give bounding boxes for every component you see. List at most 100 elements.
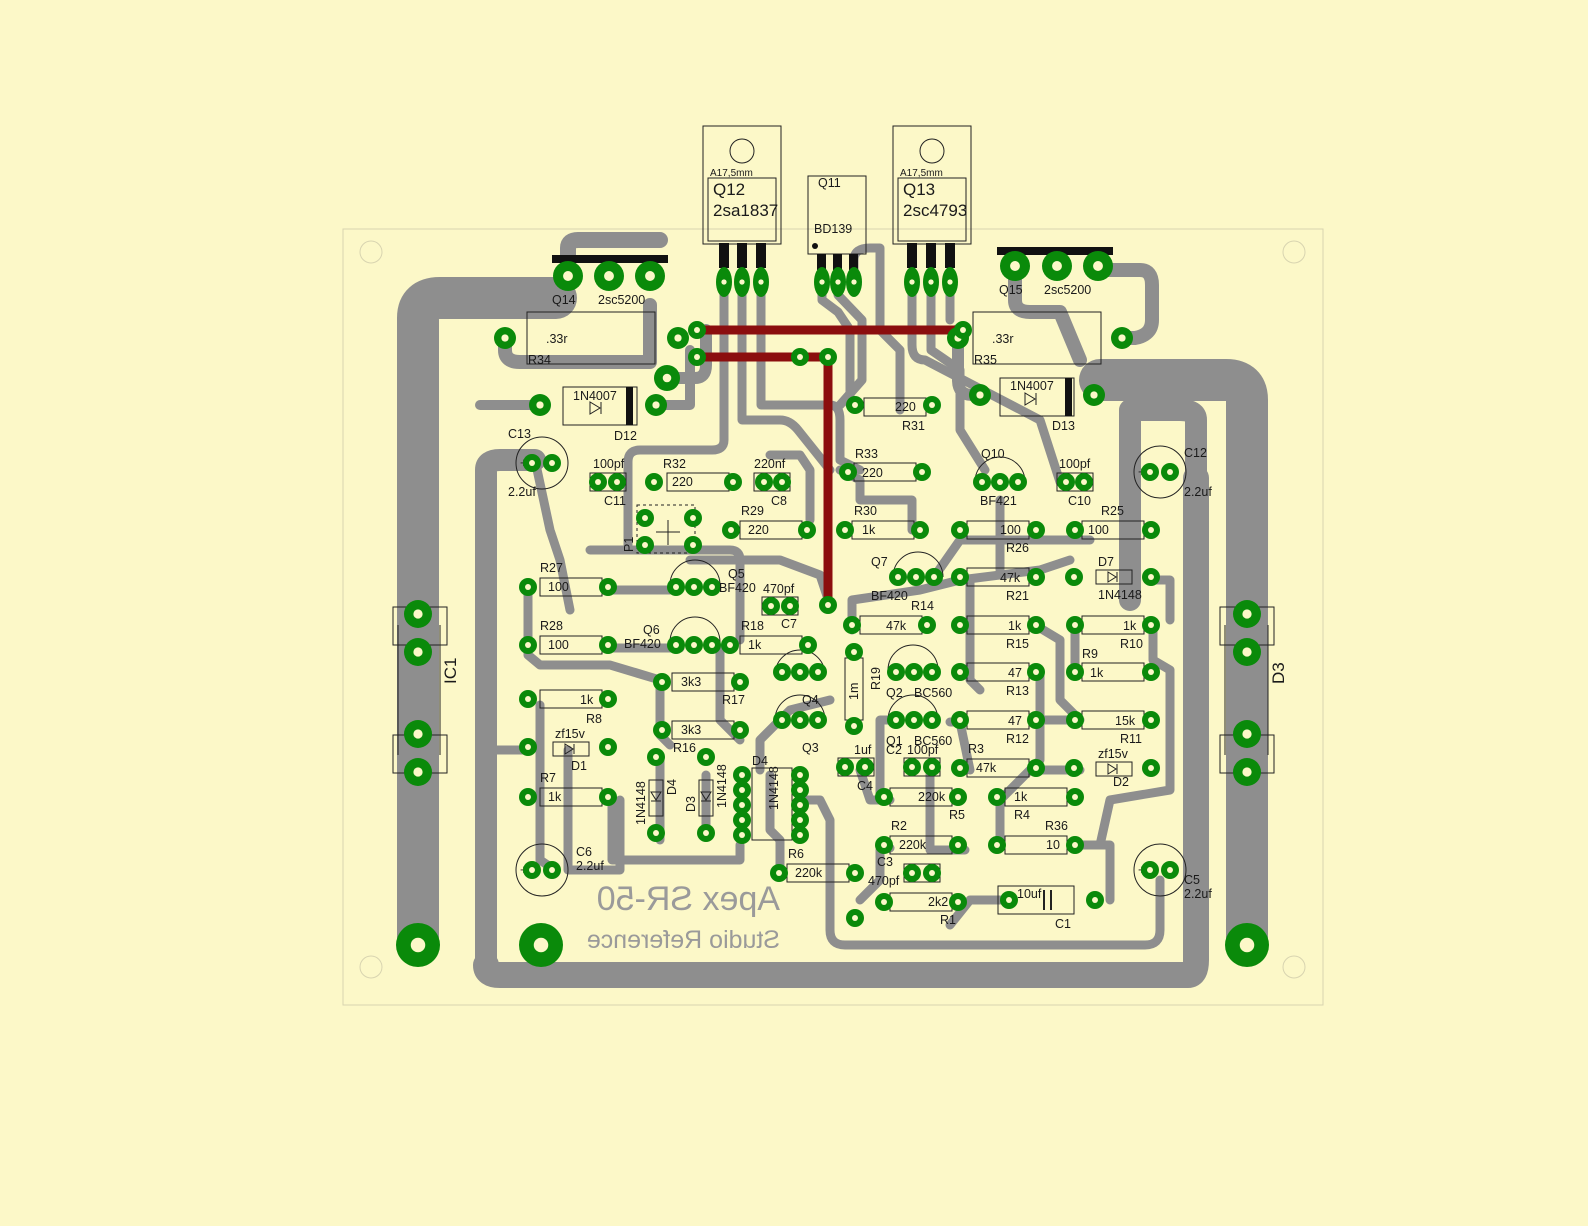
value-label: 1N4148	[715, 764, 729, 808]
to220-body	[707, 177, 777, 242]
ref-label: R9	[1082, 647, 1098, 661]
heatsink-note: A17,5mm	[900, 168, 943, 179]
transistor-outlines	[669, 456, 1026, 721]
diode-body	[648, 779, 664, 817]
pad-hole	[533, 937, 549, 953]
value-label: 10uf	[1017, 887, 1042, 901]
mounting-hole	[1282, 955, 1306, 979]
trace	[498, 298, 657, 369]
pad-hole	[1072, 842, 1078, 848]
value-label: zf15v	[555, 727, 586, 741]
pad-hole	[694, 354, 700, 360]
value-label: 47k	[886, 619, 907, 633]
pad-hole	[653, 754, 659, 760]
pad-hole	[739, 832, 745, 838]
rectifier-diode-d13: 1N4007 D13	[999, 377, 1075, 433]
trace	[623, 277, 729, 550]
ref-label: R30	[854, 504, 877, 518]
elcap-body	[1133, 445, 1187, 499]
pad-hole	[690, 542, 696, 548]
pad-hole	[929, 717, 935, 723]
value-label: 100	[548, 638, 569, 652]
pad-hole	[960, 327, 966, 333]
pin-leg	[737, 243, 747, 268]
ref-label: Q11	[818, 176, 841, 190]
pad-hole	[768, 603, 774, 609]
value-label: 1k	[548, 790, 562, 804]
pad-hole	[761, 479, 767, 485]
value-label: 1m	[847, 683, 861, 700]
ref-label: R25	[1101, 504, 1124, 518]
mounting-hole	[919, 138, 945, 164]
ref-label: R34	[528, 353, 551, 367]
power-transistor-q13: A17,5mm Q13 2sc4793	[892, 125, 972, 268]
trace	[1035, 623, 1085, 725]
ref-label: R16	[673, 741, 696, 755]
pad-hole	[739, 802, 745, 808]
ref-label: R8	[586, 712, 602, 726]
pad-hole	[1063, 479, 1069, 485]
to92-outline	[774, 694, 826, 721]
pad-hole	[694, 327, 700, 333]
pad-hole	[862, 764, 868, 770]
pad-hole	[1071, 765, 1077, 771]
rectifier-diode-d12: 1N4007 D12	[562, 386, 638, 443]
pad-hole	[614, 479, 620, 485]
pad-hole	[797, 817, 803, 823]
value-label: 220k	[795, 866, 823, 880]
trace	[1079, 359, 1268, 966]
pad-hole	[1072, 717, 1078, 723]
pad-hole	[1148, 574, 1154, 580]
ref-label: Q7	[871, 555, 888, 569]
ref-label: Q3	[802, 741, 819, 755]
value-label: 100pf	[1059, 457, 1091, 471]
pad-hole	[1242, 647, 1252, 657]
value-label: 47k	[976, 761, 997, 775]
ref-label: Q14	[552, 293, 576, 307]
value-label: 2sa1837	[713, 201, 778, 220]
ref-label: R7	[540, 771, 556, 785]
driver-transistor-q11: Q11 BD139	[807, 175, 867, 270]
pad-hole	[1015, 479, 1021, 485]
ref-label: C2	[886, 743, 902, 757]
diode-symbol	[1024, 392, 1037, 406]
value-label: 220	[748, 523, 769, 537]
diode-symbol	[1107, 763, 1118, 775]
value-label: 2.2uf	[576, 859, 604, 873]
elcap-body	[515, 436, 569, 490]
ref-label: C12	[1184, 446, 1207, 460]
trace	[607, 795, 745, 865]
pad-hole	[410, 937, 426, 953]
ref-label: D2	[1113, 775, 1129, 789]
value-label: 100	[1000, 523, 1021, 537]
value-label: 1k	[1014, 790, 1028, 804]
pad-hole	[825, 602, 831, 608]
pad-hole	[727, 642, 733, 648]
pad-hole	[1242, 609, 1252, 619]
pad-hole	[1147, 867, 1153, 873]
board-title-text: Apex SR-50	[597, 880, 780, 918]
value-label: 470pf	[868, 874, 900, 888]
pad-hole	[779, 479, 785, 485]
pad-hole	[413, 729, 423, 739]
value-label: 1k	[1008, 619, 1022, 633]
pad-hole	[851, 649, 857, 655]
ref-label: D4	[752, 754, 768, 768]
pad-hole	[1090, 391, 1098, 399]
value-label: 47	[1008, 714, 1022, 728]
pad-hole	[1033, 765, 1039, 771]
trace	[765, 770, 785, 877]
value-label: 470pf	[763, 582, 795, 596]
trace	[926, 277, 990, 475]
pad-hole	[1033, 669, 1039, 675]
pin1-dot	[812, 243, 818, 249]
pad-hole	[739, 279, 745, 285]
trimmer-body	[636, 504, 696, 554]
pad-hole	[1072, 794, 1078, 800]
pad-hole	[797, 669, 803, 675]
diode-body	[1095, 569, 1133, 585]
pad-hole	[851, 279, 857, 285]
pad-hole	[919, 469, 925, 475]
pad-hole	[1148, 527, 1154, 533]
